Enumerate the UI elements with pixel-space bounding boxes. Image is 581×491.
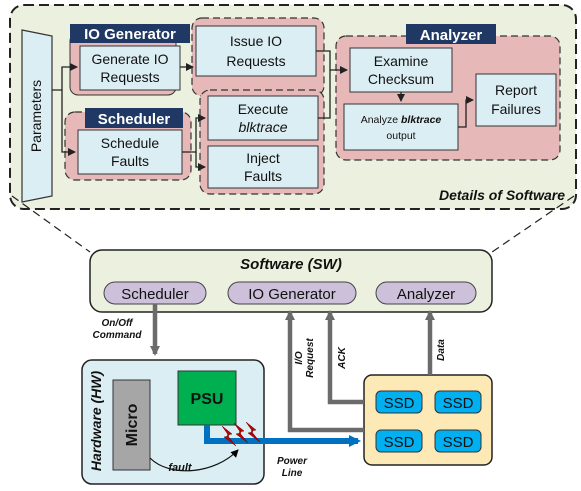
hardware-title: Hardware (HW) [88,370,104,471]
software-box: Software (SW) Scheduler IO Generator Ana… [89,249,493,313]
svg-text:Checksum: Checksum [368,71,434,87]
svg-text:Inject: Inject [246,150,280,166]
analyzer-group: Analyzer Examine Checksum Analyze blktra… [335,24,561,161]
svg-text:IO Generator: IO Generator [248,286,336,303]
ack-arrow [325,310,364,405]
data-label: Data [436,339,447,361]
micro-label: Micro [124,403,141,446]
details-title: Details of Software [439,187,565,203]
svg-text:Examine: Examine [374,53,429,69]
power-label: Power [277,456,308,467]
io-generator-pill [227,281,357,305]
svg-text:Failures: Failures [491,101,541,117]
fault-label: fault [168,462,193,474]
lightning-bolts [221,421,261,447]
svg-text:Scheduler: Scheduler [121,286,189,303]
svg-text:blktrace: blktrace [238,119,287,135]
command-label: Command [93,330,143,341]
link-arrows [150,304,435,433]
bolt-icon [233,422,249,444]
parameters-label: Parameters [28,80,44,152]
io-generator-header [70,24,190,43]
svg-text:Execute: Execute [238,101,289,117]
line-label: Line [282,468,303,479]
svg-text:SSD: SSD [443,434,474,451]
execute-blktrace-box [207,95,319,141]
examine-checksum-box [349,47,453,93]
details-arrows [52,50,474,171]
svg-text:SSD: SSD [384,434,415,451]
schedule-faults-box [77,129,183,175]
svg-text:Analyzer: Analyzer [397,286,455,303]
analyze-blktrace-box [343,103,459,151]
io-label: I/O [294,351,305,365]
issue-io-requests-box [195,25,317,77]
psu-block [177,370,237,426]
power-line [204,425,361,447]
svg-text:SSD: SSD [443,395,474,412]
svg-text:Generate IO: Generate IO [91,51,168,67]
svg-text:Report: Report [495,82,537,98]
hardware-box: Hardware (HW) Micro PSU fault [81,359,265,485]
io-generator-header-label: IO Generator [84,26,176,43]
bolt-icon [221,425,237,447]
svg-text:output: output [386,130,415,142]
svg-text:Issue IO: Issue IO [230,33,282,49]
onoff-label: On/Off [102,318,135,329]
fault-arrow [149,449,239,472]
bolt-icon [245,421,261,443]
io-request-arrow [285,310,364,433]
analyzer-header-label: Analyzer [420,27,483,44]
scheduler-header [85,108,183,128]
scheduler-group: Scheduler Schedule Faults Execute blktra… [64,89,325,195]
parameters-block: Parameters [21,29,53,203]
analyzer-header [406,24,496,44]
inject-faults-box [207,145,319,189]
psu-label: PSU [191,391,224,408]
micro-block [112,379,151,471]
report-failures-box [475,73,557,127]
software-title: Software (SW) [240,256,342,273]
ssd-block [375,429,423,453]
svg-text:Analyze blktrace: Analyze blktrace [361,114,442,126]
io-generator-group: IO Generator Generate IO Requests Issue … [69,17,325,97]
generate-io-requests-box [79,45,181,91]
svg-text:Faults: Faults [244,168,282,184]
svg-text:Requests: Requests [226,53,285,69]
zoom-connectors [11,195,575,253]
scheduler-header-label: Scheduler [98,111,171,128]
ssd-block [434,390,482,414]
ack-label: ACK [337,346,348,369]
analyzer-pill [375,281,477,305]
ssd-box: SSD SSD SSD SSD [363,374,493,466]
ssd-block [434,429,482,453]
svg-text:SSD: SSD [384,395,415,412]
svg-text:Schedule: Schedule [101,135,160,151]
svg-text:Requests: Requests [100,69,159,85]
svg-text:Faults: Faults [111,153,149,169]
ssd-block [375,390,423,414]
request-label: Request [305,338,316,378]
